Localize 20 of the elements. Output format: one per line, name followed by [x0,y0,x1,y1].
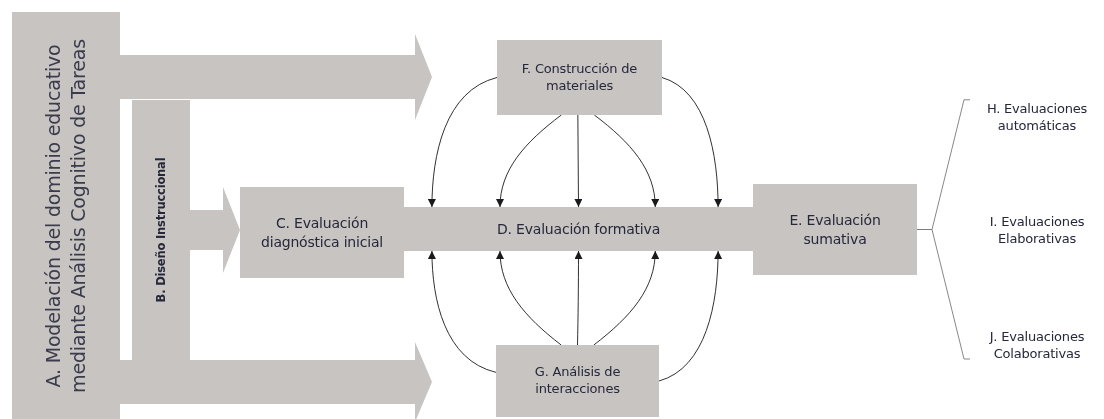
node-label: E. Evaluación sumativa [788,211,882,248]
bracket-line [916,229,971,360]
node-label: A. Modelación del dominio educativo mediante Análisis Cognitivo de Tareas [41,37,90,395]
vertical-bar [132,100,190,360]
process-box [496,345,659,417]
node-label: G. Análisis de interacciones [533,364,622,398]
block-arrow [120,342,432,419]
process-box [240,187,404,278]
node-label: J. Evaluaciones Colaborativas [988,329,1086,363]
block-arrow [120,34,432,120]
node-label: I. Evaluaciones Elaborativas [988,214,1086,248]
process-box [753,184,917,275]
process-box [497,40,662,115]
node-label: B. Diseño Instruccional [153,156,169,305]
node-label: D. Evaluación formativa [496,219,661,239]
block-arrow [190,187,240,273]
node-label: C. Evaluación diagnóstica inicial [260,214,384,251]
vertical-bar [12,12,120,419]
node-label: H. Evaluaciones automáticas [985,101,1089,135]
node-label: F. Construcción de materiales [520,60,639,95]
